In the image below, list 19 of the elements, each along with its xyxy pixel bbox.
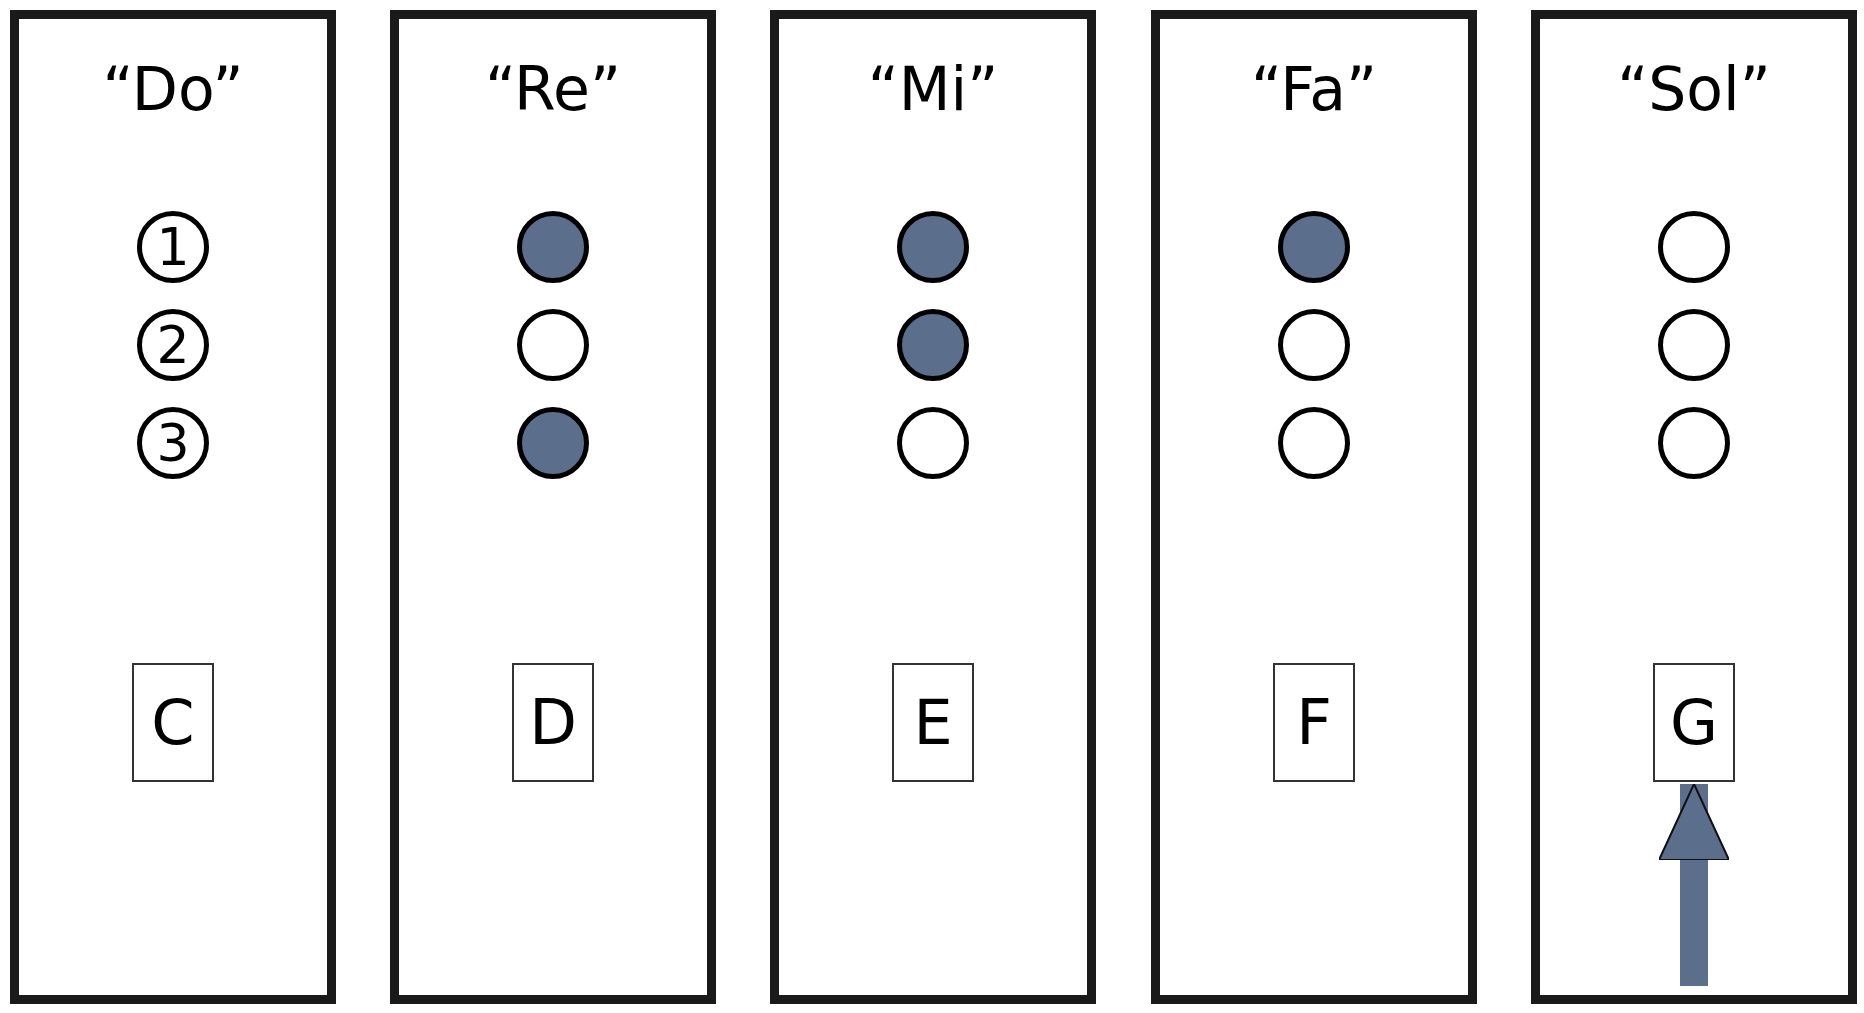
syllable-heading: “Sol”	[1616, 53, 1772, 126]
syllable-heading: “Re”	[483, 53, 623, 126]
syllable-heading: “Fa”	[1249, 53, 1379, 126]
fingering-panel	[1151, 10, 1477, 1004]
syllable-heading: “Mi”	[866, 53, 1000, 126]
valve-circle: 3	[137, 407, 209, 479]
note-letter: G	[1653, 663, 1735, 782]
note-letter: F	[1273, 663, 1355, 782]
valve-circle: 1	[137, 211, 209, 283]
fingering-panel	[390, 10, 716, 1004]
valve-circle: 2	[137, 309, 209, 381]
fingering-panel	[770, 10, 1096, 1004]
fingering-panel	[1531, 10, 1857, 1004]
fingering-panel	[10, 10, 336, 1004]
arrow	[1658, 783, 1730, 986]
syllable-heading: “Do”	[101, 53, 245, 126]
note-letter: C	[132, 663, 214, 782]
note-letter: E	[892, 663, 974, 782]
note-letter: D	[512, 663, 594, 782]
